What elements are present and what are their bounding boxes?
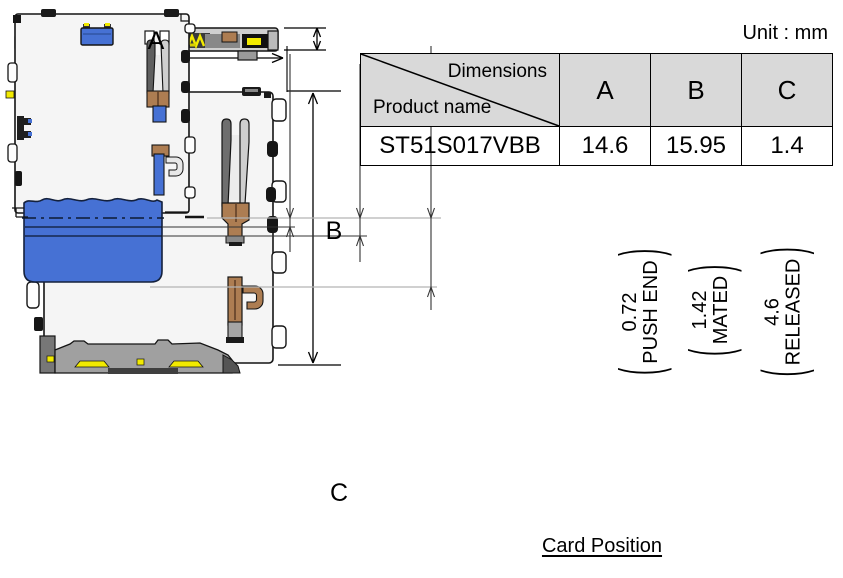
product-name-cell: ST51S017VBB (360, 126, 560, 166)
latch-card-view (80, 23, 114, 46)
right-edge-bumps-card-view (181, 23, 196, 199)
value-b-cell: 15.95 (650, 126, 742, 166)
released-label: RELEASED (782, 258, 805, 366)
table-data-row: ST51S017VBB 14.6 15.95 1.4 (360, 126, 833, 166)
corner-diagonal-line (360, 53, 560, 127)
bottom-contact-bar (39, 335, 241, 374)
value-a-cell: 14.6 (559, 126, 651, 166)
card-shape (23, 197, 163, 283)
card-position-drawing (5, 9, 441, 310)
lower-contact-card-view (151, 144, 184, 196)
column-header-a: A (559, 53, 651, 127)
push-end-value: 0.72 (619, 292, 641, 332)
lower-contact-top-view (226, 276, 264, 343)
dimension-letter-b: B (325, 217, 343, 245)
value-c-cell: 1.4 (741, 126, 833, 166)
table-corner-cell: Dimensions Product name (360, 53, 560, 127)
unit-label: Unit : mm (742, 22, 828, 44)
dimension-letter-a: A (147, 27, 165, 55)
spring-contact-top-view (221, 118, 250, 246)
dimension-b-lines (278, 90, 341, 366)
spring-contact-card-view (144, 30, 170, 123)
card-position-label-push-end: ( 0.72 PUSH END ) (608, 242, 672, 382)
corner-label-dimensions: Dimensions (447, 61, 547, 82)
mated-value: 1.42 (689, 290, 711, 330)
push-end-label: PUSH END (640, 260, 662, 364)
card-position-title: Card Position (541, 535, 663, 557)
column-header-b: B (650, 53, 742, 127)
card-position-label-mated: ( 1.42 MATED ) (678, 255, 742, 365)
dimension-letter-c: C (329, 479, 349, 507)
paren-open: ( (608, 367, 672, 375)
left-hooks-card-view (17, 116, 32, 140)
dimensions-table: Dimensions Product name A B C ST51S017VB… (360, 53, 833, 166)
mated-label: MATED (710, 275, 732, 345)
dimension-c-lines (284, 27, 326, 51)
paren-close: ) (678, 264, 742, 272)
corner-label-product-name: Product name (373, 97, 492, 118)
paren-open: ( (678, 348, 742, 356)
paren-close: ) (608, 249, 672, 257)
card-position-label-released: ( 4.6 RELEASED ) (751, 240, 815, 385)
paren-close: ) (750, 247, 815, 255)
released-value: 4.6 (761, 298, 784, 326)
table-header-row: Dimensions Product name A B C (360, 53, 833, 127)
paren-open: ( (750, 369, 815, 377)
column-header-c: C (741, 53, 833, 127)
right-edge-bumps (266, 98, 287, 349)
